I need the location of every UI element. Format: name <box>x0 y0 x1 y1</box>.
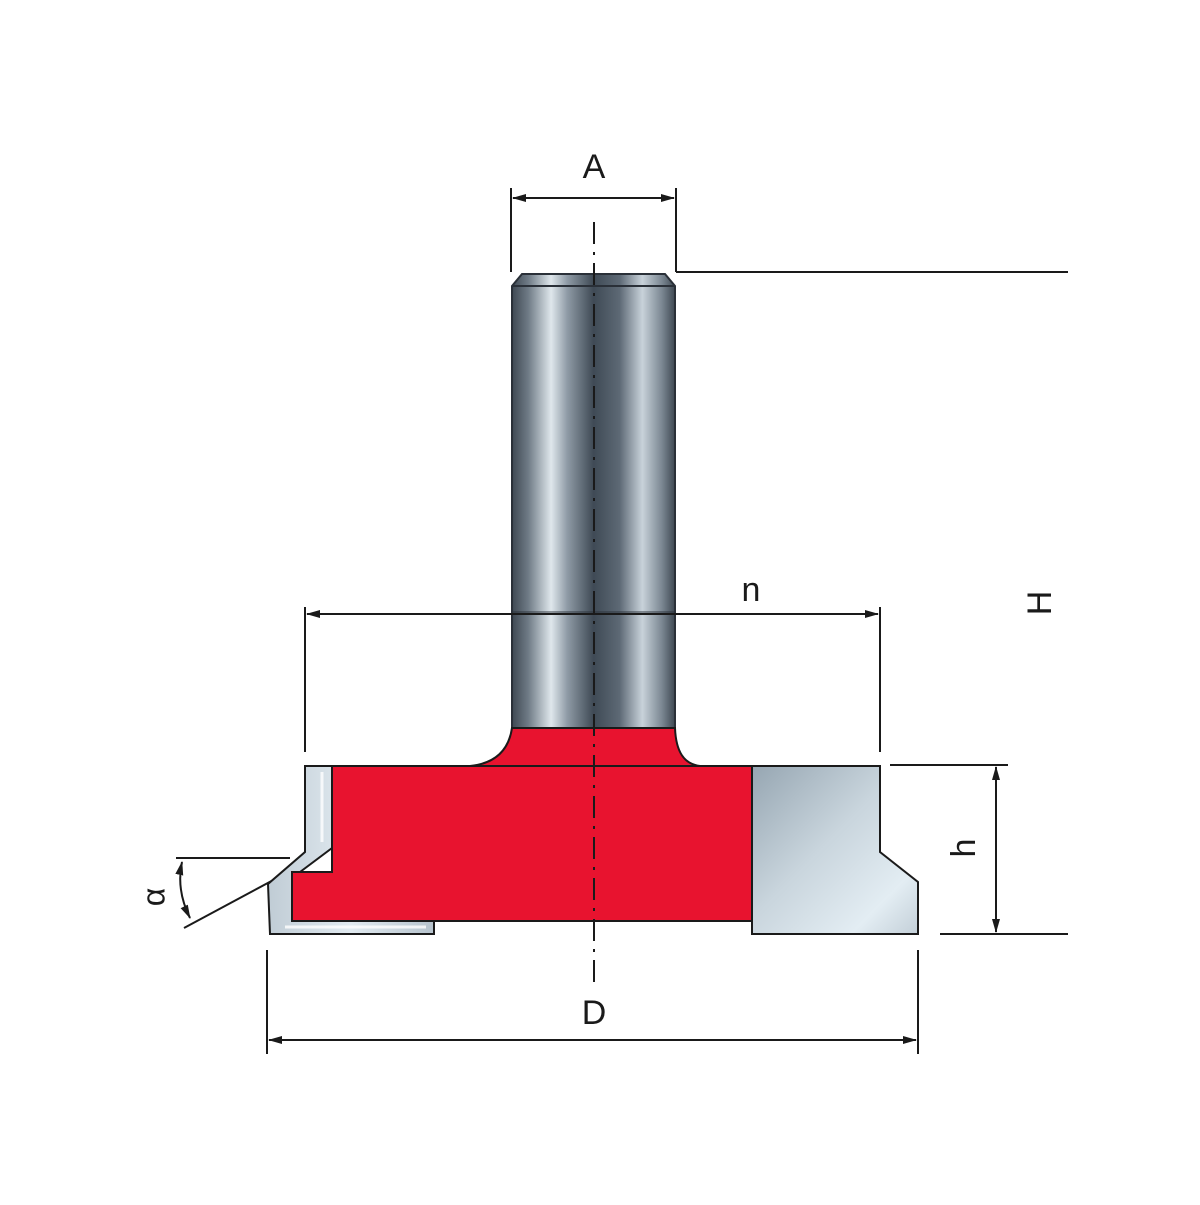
label-n: n <box>742 571 761 609</box>
label-angle: α <box>135 888 171 907</box>
right-carbide-insert <box>751 765 919 935</box>
cutter-body <box>291 727 753 922</box>
label-cutting-height: h <box>945 839 983 858</box>
label-total-height: H <box>1021 591 1059 616</box>
body-fillet <box>469 727 701 767</box>
body-main <box>291 765 753 922</box>
right-carbide-shape <box>751 765 919 935</box>
label-d: D <box>582 994 607 1032</box>
shank-body <box>511 273 676 731</box>
left-carbide-shape <box>266 765 435 935</box>
extension-lines <box>176 188 1068 1054</box>
dimension-lines <box>175 194 1000 1044</box>
shank <box>511 273 676 731</box>
dim-arc-angle <box>175 861 191 919</box>
dimension-labels: A n H h D α <box>135 148 1059 1032</box>
left-carbide-insert <box>266 765 435 935</box>
label-a: A <box>583 148 606 186</box>
